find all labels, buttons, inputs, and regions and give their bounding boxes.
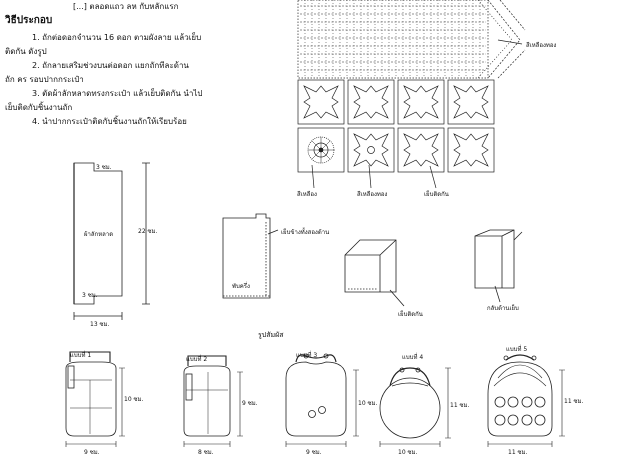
shape-3-width: 9 ซม. [306,449,322,456]
shape-3-name: แบบที่ 3 [296,352,318,359]
chart-color-label-green: สีเหลือง [297,191,317,198]
granny-square-grid [297,79,495,173]
step-fold-label: พับครึ่ง [232,283,250,290]
shape-2-height: 9 ซม. [242,400,258,407]
step-2-line-1: 2. ถักลายเสริมช่วงบนต่อดอก แยกถักทีละด้า… [32,61,189,70]
chart-sew-label: เย็บติดกัน [424,191,449,198]
chart-color-label-gold: สีเหลืองทอง [357,191,388,198]
cut-off-line: [...] ตลอดแถว ลห กับหลักแรก [73,2,179,11]
pattern-bottom-dim: 3 ซม. [82,292,98,299]
shape-5-bag [487,354,565,447]
shape-3-height: 10 ซม. [358,400,378,407]
shape-1-width: 9 ซม. [84,449,100,456]
step-3-line-1: 3. ตัดผ้าลักหลาดทรงกระเป๋า แล้วเย็บติดกั… [32,89,203,98]
step-3-line-2: เย็บติดกับชิ้นงานถัก [5,103,73,112]
upper-stitch-area [297,0,526,79]
pattern-height-dim: 22 ซม. [138,228,158,235]
shape-2-width: 8 ซม. [198,449,214,456]
pattern-width-dim: 13 ซม. [90,321,110,328]
step-1-line-2: ติดกัน ดังรูป [5,47,47,56]
step-1-line-1: 1. ถักต่อดอกจำนวน 16 ดอก ตามผังลาย แล้วเ… [32,33,202,42]
assembly-heading: วิธีประกอบ [5,15,53,26]
shape-1-height: 10 ซม. [124,396,144,403]
step-4-line-1: 4. นำปากกระเป๋าติดกับชิ้นงานถักให้เรียบร… [32,117,187,126]
shape-4-bag [379,367,451,447]
chart-color-label-right: สีเหลืองทอง [526,42,557,49]
step-sew-together-label: เย็บติดกัน [398,311,423,318]
shape-1-name: แบบที่ 1 [70,352,92,359]
shape-4-width: 10 ซม. [398,449,418,456]
shape-5-name: แบบที่ 5 [506,346,528,353]
shape-3-bag [285,353,359,447]
shape-5-height: 11 ซม. [564,398,584,405]
step-sew-sides-label: เย็บข้างทั้งสองด้าน [281,229,330,236]
shape-2-name: แบบที่ 2 [186,356,208,363]
step-turn-label: กลับด้านเย็บ [487,305,519,312]
shape-1-bag [65,351,125,447]
shape-5-width: 11 ซม. [508,449,528,456]
step-2-line-2: ถัก คร รอบปากกระเป๋า [5,75,84,84]
shape-4-height: 11 ซม. [450,402,470,409]
shape-2-bag [183,355,243,447]
shape-4-name: แบบที่ 4 [402,354,424,361]
pattern-top-dim: 3 ซม. [96,164,112,171]
pattern-fabric-label: ผ้าลักหลาด [84,231,114,238]
shapes-title: รูปสัมผัส [258,331,284,339]
